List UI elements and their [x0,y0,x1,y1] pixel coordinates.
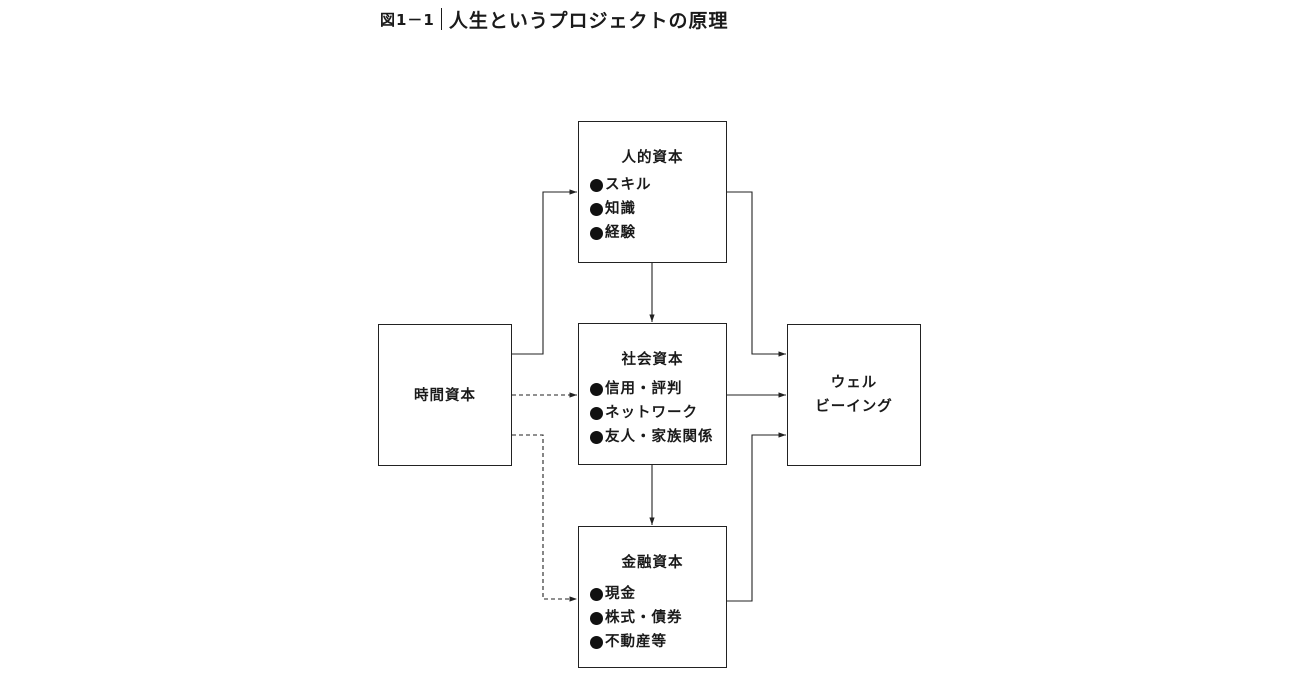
bullet-icon [590,178,603,192]
item-label: 現金 [605,586,636,602]
bullet-icon [590,587,603,601]
list-item: 現金 [590,582,683,606]
bullet-icon [590,382,603,396]
human-capital-title: 人的資本 [621,150,684,166]
bullet-icon [590,226,603,240]
item-label: ネットワーク [605,405,698,421]
arrow-human-to-wellbeing [727,191,786,357]
figure-number: 図1－1 [380,10,435,29]
financial-capital-box: 金融資本 現金 株式・債券 不動産等 [578,526,727,668]
arrow-financial-to-wellbeing [727,432,786,602]
wellbeing-label-line1: ウェル [830,375,878,391]
bullet-icon [590,406,603,420]
financial-capital-title: 金融資本 [621,555,684,571]
social-capital-title: 社会資本 [621,352,684,368]
list-item: 不動産等 [590,630,683,654]
time-capital-title: 時間資本 [414,388,476,404]
title-divider [440,8,442,30]
time-capital-box: 時間資本 [378,324,512,466]
list-item: 経験 [590,221,652,245]
bullet-icon [590,635,603,649]
figure-header: 図1－1 人生というプロジェクトの原理 [380,6,729,32]
item-label: 経験 [605,225,636,241]
list-item: スキル [590,173,652,197]
item-label: 知識 [605,201,636,217]
list-item: 友人・家族関係 [590,425,714,449]
bullet-icon [590,430,603,444]
item-label: 信用・評判 [605,381,683,397]
arrow-time-to-human [512,189,577,355]
item-label: 株式・債券 [605,610,683,626]
arrow-time-to-financial [512,434,577,602]
bullet-icon [590,611,603,625]
item-label: 友人・家族関係 [605,429,714,445]
financial-capital-items: 現金 株式・債券 不動産等 [590,582,683,654]
list-item: ネットワーク [590,401,714,425]
list-item: 知識 [590,197,652,221]
social-capital-items: 信用・評判 ネットワーク 友人・家族関係 [590,377,714,449]
bullet-icon [590,202,603,216]
social-capital-box: 社会資本 信用・評判 ネットワーク 友人・家族関係 [578,323,727,465]
list-item: 信用・評判 [590,377,714,401]
list-item: 株式・債券 [590,606,683,630]
human-capital-items: スキル 知識 経験 [590,173,652,245]
figure-title: 人生というプロジェクトの原理 [448,9,729,32]
item-label: 不動産等 [605,634,667,650]
item-label: スキル [605,177,652,193]
wellbeing-label-line2: ビーイング [815,399,893,415]
human-capital-box: 人的資本 スキル 知識 経験 [578,121,727,263]
wellbeing-box: ウェル ビーイング [787,324,921,466]
